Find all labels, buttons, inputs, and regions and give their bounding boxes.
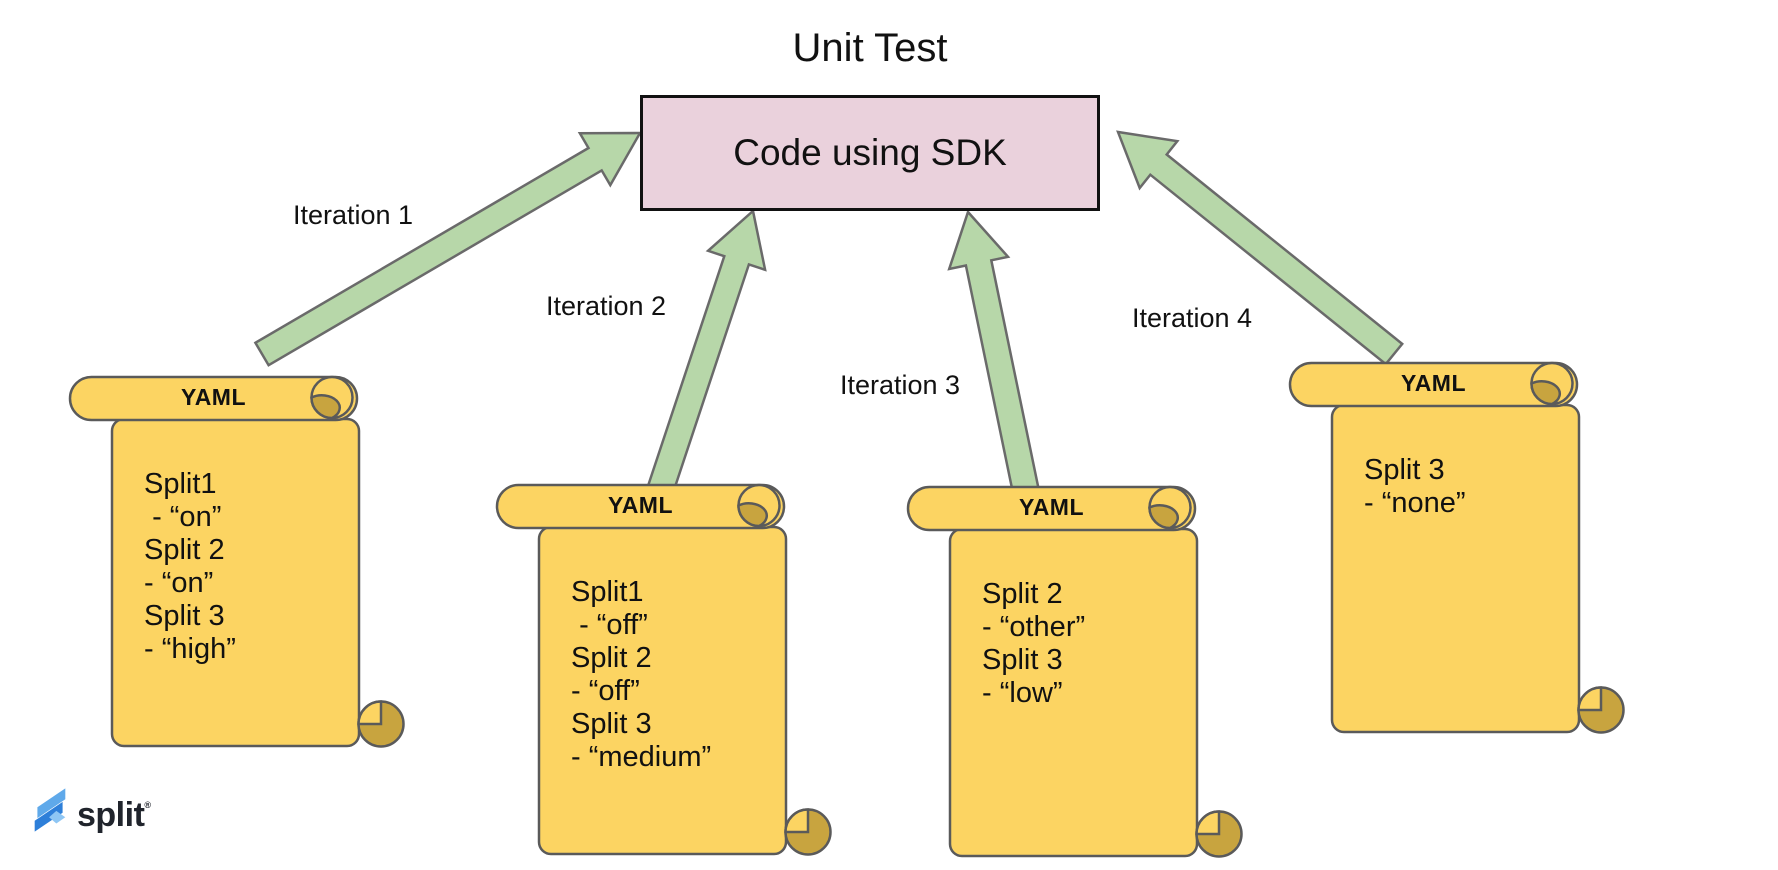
scroll-top-curl-shadow (737, 502, 768, 528)
scroll-top-curl-shadow (1148, 504, 1179, 530)
yaml-scroll-2: YAML Split1 - “off” Split 2 - “off” Spli… (495, 483, 835, 870)
scroll-bottom-curl-highlight (1195, 810, 1221, 836)
split-wordmark: split (77, 796, 145, 834)
scroll-top-curl-shadow (1530, 380, 1561, 406)
yaml-content: Split1 - “off” Split 2 - “off” Split 3 -… (571, 576, 712, 773)
scroll-bottom-curl-highlight (1577, 686, 1603, 712)
split-logo-text: split® (77, 782, 151, 838)
iteration-3-label: Iteration 3 (839, 370, 961, 400)
scroll-header-bar (68, 375, 359, 422)
logo-light-band (37, 788, 66, 819)
scroll-top-curl-shadow (310, 394, 341, 420)
arrow-iteration-4 (1116, 130, 1404, 366)
logo-diamond (49, 810, 66, 824)
scroll-graphic (68, 375, 405, 748)
yaml-content: Split 3 - “none” (1364, 454, 1466, 519)
trademark-symbol: ® (144, 800, 151, 810)
code-using-sdk-box: Code using SDK (640, 95, 1100, 211)
yaml-header-label: YAML (1018, 494, 1085, 520)
scroll-header-bar (495, 483, 786, 530)
iteration-2-label: Iteration 2 (545, 291, 667, 321)
yaml-content: Split 2 - “other” Split 3 - “low” (982, 578, 1086, 709)
scroll-header-bar (906, 485, 1197, 532)
split-logo: split® (32, 782, 151, 838)
scroll-graphic (906, 485, 1243, 858)
code-using-sdk-label: Code using SDK (733, 132, 1007, 173)
logo-dark-band (34, 801, 63, 832)
scroll-graphic (1288, 361, 1625, 734)
arrow-iteration-1 (253, 131, 643, 367)
arrow-iteration-2 (643, 208, 767, 506)
yaml-header-label: YAML (1400, 370, 1467, 396)
arrow-iteration-3 (947, 209, 1041, 497)
yaml-content: Split1 - “on” Split 2 - “on” Split 3 - “… (144, 468, 236, 665)
yaml-header-label: YAML (180, 384, 247, 410)
scroll-bottom-curl-highlight (357, 700, 383, 726)
scroll-bottom-curl-highlight (784, 808, 810, 834)
iteration-4-label: Iteration 4 (1131, 303, 1253, 333)
page-title: Unit Test (792, 26, 948, 70)
yaml-scroll-4: YAML Split 3 - “none” (1288, 361, 1628, 757)
yaml-scroll-3: YAML Split 2 - “other” Split 3 - “low” (906, 485, 1246, 870)
yaml-scroll-1: YAML Split1 - “on” Split 2 - “on” Split … (68, 375, 408, 771)
split-logo-icon (34, 788, 66, 832)
yaml-header-label: YAML (607, 492, 674, 518)
iteration-1-label: Iteration 1 (292, 200, 414, 230)
scroll-header-bar (1288, 361, 1579, 408)
scroll-graphic (495, 483, 832, 856)
